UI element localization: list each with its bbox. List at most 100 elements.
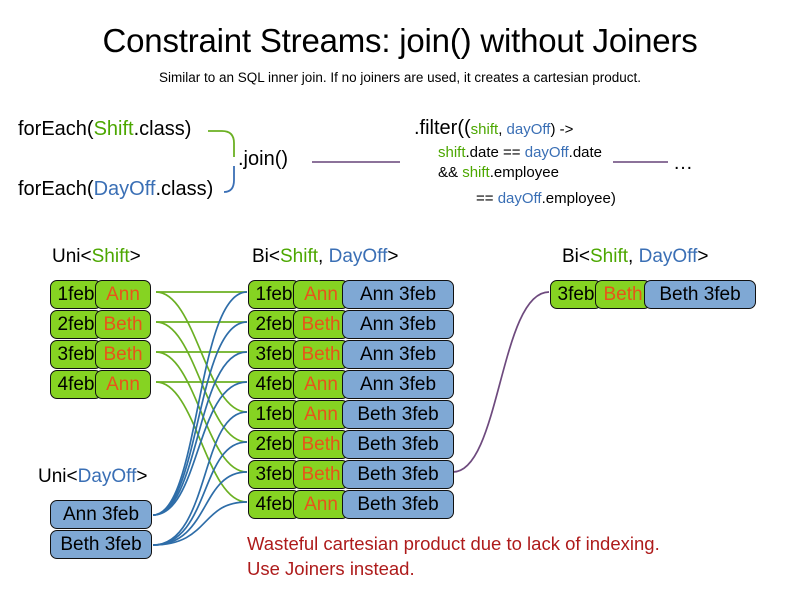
fact-dayoff-cell-text: Ann 3feb	[359, 344, 437, 365]
dayoff-fact-cell-text: Ann 3feb	[62, 504, 140, 525]
fact-employee-cell-text: Beth	[301, 464, 341, 485]
filter-param-shift: shift	[470, 121, 499, 138]
fact-date-cell: 3feb	[248, 460, 300, 489]
warning-line-1: Wasteful cartesian product due to lack o…	[247, 533, 660, 554]
bi-mid-post: >	[387, 246, 399, 267]
fact-date-cell-text: 3feb	[255, 464, 293, 485]
fact-date-cell: 2feb	[248, 310, 300, 339]
uni-dayoff-type: DayOff	[77, 466, 137, 487]
fact-date-cell-text: 4feb	[255, 494, 293, 515]
filter-l2-end: .date	[568, 144, 603, 161]
dayoff-type-token: DayOff	[93, 178, 156, 200]
header-uni-dayoff: Uni<DayOff>	[38, 466, 148, 488]
fact-employee-cell-text: Ann	[106, 284, 140, 305]
warning-line-2: Use Joiners instead.	[247, 558, 415, 579]
fact-employee-cell-text: Beth	[103, 344, 143, 365]
uni-shift-post: >	[129, 246, 141, 267]
filter-call-line1: .filter((shift, dayOff) ->	[414, 117, 573, 140]
fact-employee-cell: Beth	[595, 280, 651, 309]
filter-condition-date: shift.date == dayOff.date	[438, 144, 602, 161]
fact-employee-cell: Ann	[293, 280, 349, 309]
header-bi-middle: Bi<Shift, DayOff>	[252, 246, 398, 268]
fact-date-cell: 2feb	[248, 430, 300, 459]
header-bi-right: Bi<Shift, DayOff>	[562, 246, 708, 268]
fact-date-cell: 3feb	[248, 340, 300, 369]
fact-dayoff-cell-text: Ann 3feb	[359, 374, 437, 395]
fact-employee-cell: Beth	[293, 460, 349, 489]
fact-date-cell-text: 4feb	[255, 374, 293, 395]
fact-employee-cell-text: Ann	[304, 494, 338, 515]
uni-shift-type: Shift	[91, 246, 130, 267]
uni-shift-pre: Uni<	[52, 246, 92, 267]
bi-mid-pre: Bi<	[252, 246, 280, 267]
uni-dayoff-post: >	[136, 466, 148, 487]
filter-param-comma: ,	[498, 121, 507, 138]
fact-employee-cell-text: Beth	[301, 314, 341, 335]
fact-employee-cell: Beth	[95, 340, 151, 369]
fact-row: 4feb Ann Beth 3feb	[248, 490, 454, 519]
fact-dayoff-cell: Ann 3feb	[342, 340, 454, 369]
fact-employee-cell: Ann	[95, 370, 151, 399]
bi-mid-dayoff: DayOff	[328, 246, 388, 267]
fact-dayoff-cell-text: Beth 3feb	[357, 494, 439, 515]
join-call-label: .join()	[238, 148, 289, 170]
dayoff-fact-cell: Beth 3feb	[50, 530, 152, 559]
fact-dayoff-cell: Beth 3feb	[342, 490, 454, 519]
bi-mid-comma: ,	[318, 246, 329, 267]
bi-right-pre: Bi<	[562, 246, 590, 267]
foreach-shift-statement: forEach(Shift.class)	[18, 118, 191, 141]
foreach-dayoff-suffix: .class)	[155, 178, 214, 200]
fact-employee-cell-text: Ann	[304, 284, 338, 305]
filter-condition-employee: == dayOff.employee)	[476, 190, 616, 207]
filter-l2-dayoff: dayOff	[524, 144, 569, 161]
fact-employee-cell-text: Ann	[304, 374, 338, 395]
fact-employee-cell-text: Ann	[106, 374, 140, 395]
fact-date-cell-text: 2feb	[255, 314, 293, 335]
bi-right-dayoff: DayOff	[638, 246, 698, 267]
fact-dayoff-cell-text: Ann 3feb	[359, 284, 437, 305]
foreach-dayoff-statement: forEach(DayOff.class)	[18, 178, 213, 201]
filter-l4-dayoff: dayOff	[497, 190, 542, 207]
fact-dayoff-cell: Beth 3feb	[644, 280, 756, 309]
bi-right-comma: ,	[628, 246, 639, 267]
fact-dayoff-cell: Beth 3feb	[342, 400, 454, 429]
filter-l3-end: .employee	[489, 164, 559, 181]
fact-dayoff-cell: Beth 3feb	[342, 430, 454, 459]
uni-dayoff-pre: Uni<	[38, 466, 78, 487]
fact-employee-cell: Beth	[95, 310, 151, 339]
fact-employee-cell: Ann	[95, 280, 151, 309]
filter-l2-mid: .date ==	[465, 144, 525, 161]
dayoff-fact-row: Beth 3feb	[50, 530, 152, 559]
fact-dayoff-cell: Ann 3feb	[342, 310, 454, 339]
header-uni-shift: Uni<Shift>	[52, 246, 141, 268]
fact-dayoff-cell-text: Beth 3feb	[659, 284, 741, 305]
bi-mid-shift: Shift	[280, 246, 319, 267]
fact-date-cell: 1feb	[248, 400, 300, 429]
ellipsis-continuation: …	[673, 152, 693, 174]
filter-condition-and: && shift.employee	[438, 164, 559, 181]
filter-l2-shift: shift	[438, 144, 466, 161]
fact-date-cell: 3feb	[550, 280, 602, 309]
fact-employee-cell-text: Beth	[103, 314, 143, 335]
shift-type-token: Shift	[93, 118, 134, 140]
fact-employee-cell: Ann	[293, 400, 349, 429]
fact-employee-cell-text: Beth	[301, 344, 341, 365]
fact-employee-cell-text: Beth	[301, 434, 341, 455]
fact-dayoff-cell: Ann 3feb	[342, 370, 454, 399]
fact-employee-cell-text: Beth	[603, 284, 643, 305]
filter-l3-shift: shift	[462, 164, 490, 181]
fact-dayoff-cell-text: Beth 3feb	[357, 434, 439, 455]
foreach-shift-suffix: .class)	[133, 118, 192, 140]
dayoff-fact-row: Ann 3feb	[50, 500, 152, 529]
